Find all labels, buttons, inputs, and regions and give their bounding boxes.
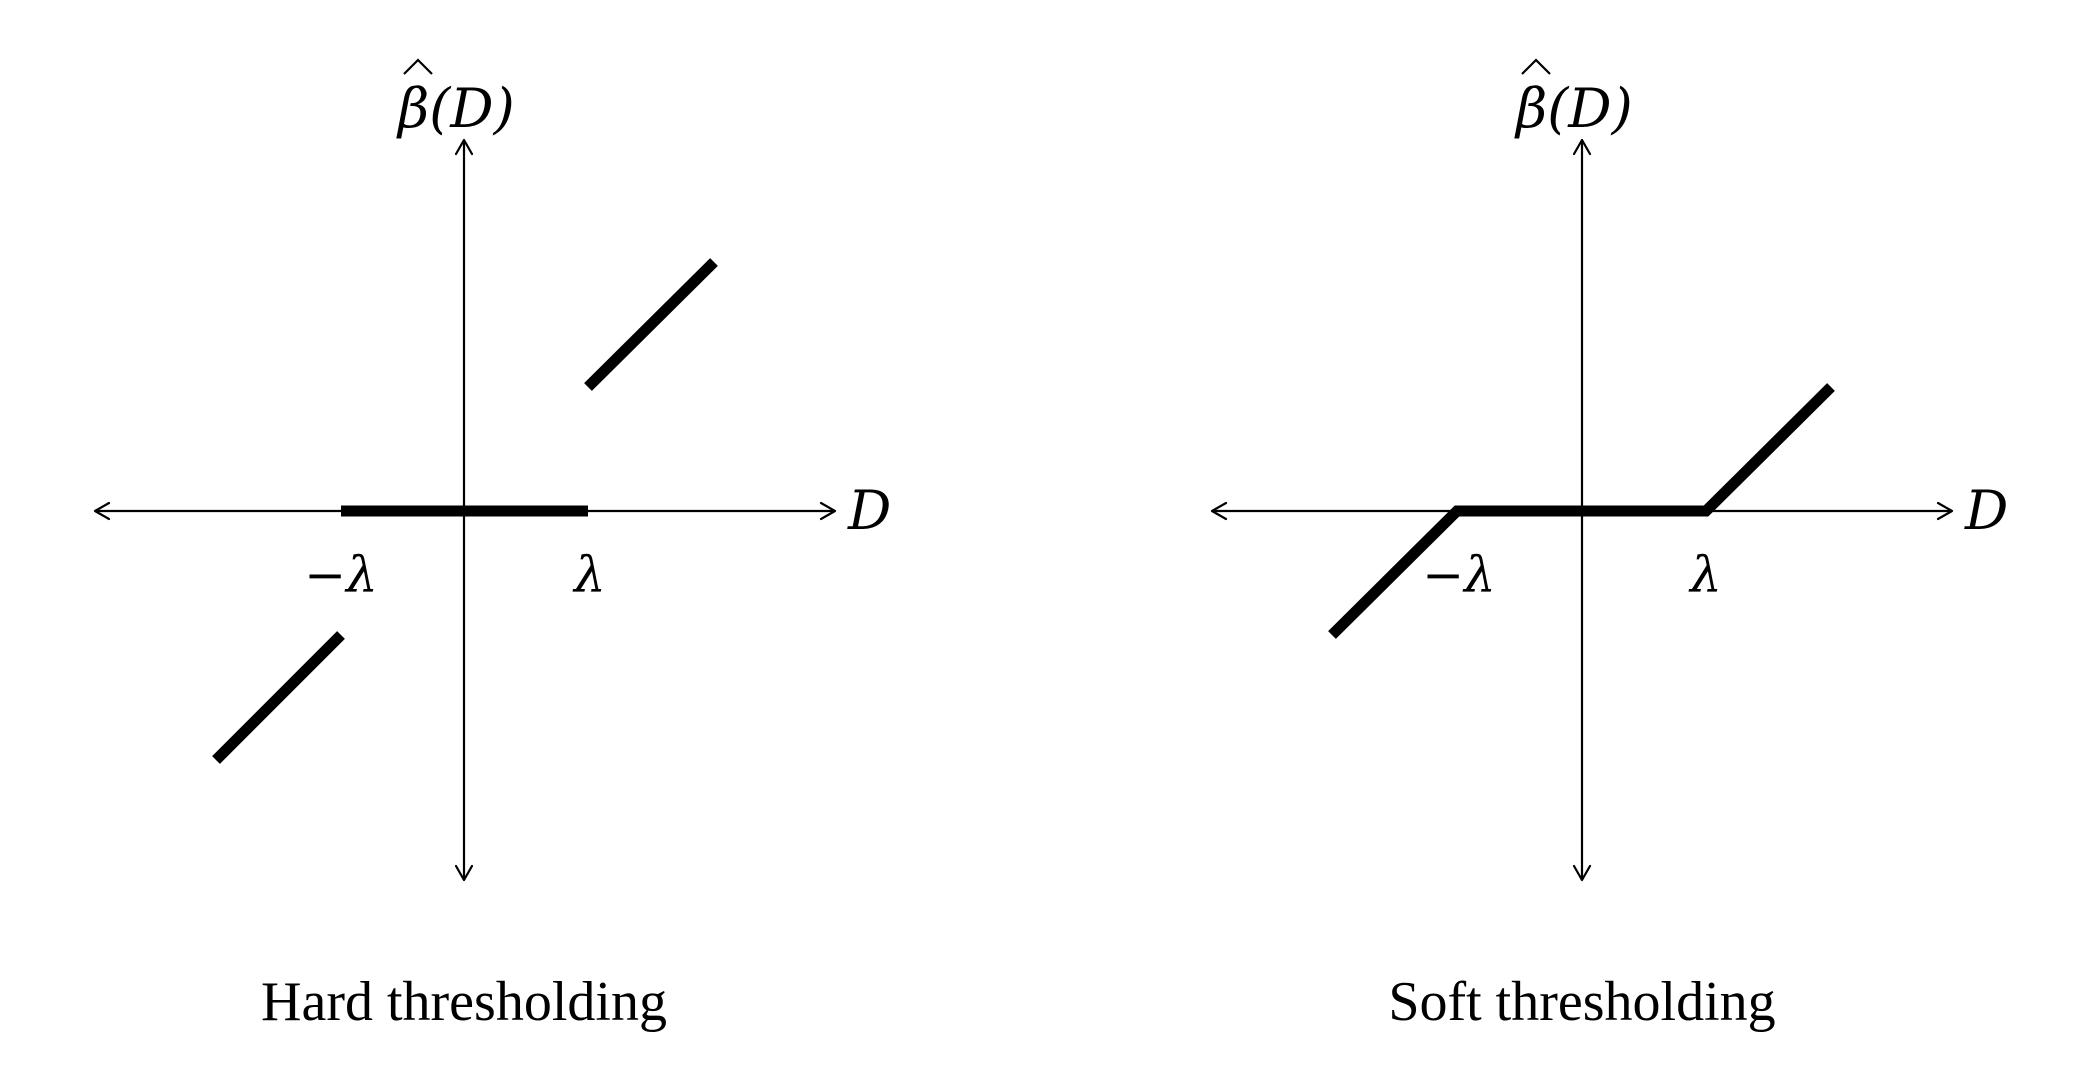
x-axis-left-arrow xyxy=(1210,501,1228,521)
y-axis-bottom-arrow xyxy=(1572,864,1592,882)
x-axis-label: D xyxy=(1964,479,2008,542)
x-axis-label: D xyxy=(847,479,891,542)
hat-accent xyxy=(1521,58,1551,75)
y-axis-label: β(D) xyxy=(1514,58,1633,140)
panel-caption: Hard thresholding xyxy=(261,971,667,1033)
panel-caption: Soft thresholding xyxy=(1388,971,1775,1033)
soft-thresholding-panel: β(D) D −λ λ Soft thresholding xyxy=(1210,58,2008,1033)
svg-text:β(D): β(D) xyxy=(396,77,515,140)
y-axis-top-arrow xyxy=(454,138,474,156)
hard-thresholding-panel: β(D) D −λ λ Hard thresholding xyxy=(93,58,891,1033)
y-axis-top-arrow xyxy=(1572,138,1592,156)
tick-lambda: λ xyxy=(1688,546,1722,604)
soft-threshold-curve xyxy=(1328,383,1835,639)
hard-lower-segment xyxy=(212,631,345,764)
hat-accent xyxy=(403,58,433,75)
y-axis-label: β(D) xyxy=(396,58,515,140)
x-axis-right-arrow xyxy=(819,501,837,521)
tick-lambda: λ xyxy=(572,546,606,604)
x-axis-right-arrow xyxy=(1936,501,1954,521)
tick-neg-lambda: −λ xyxy=(1422,546,1496,604)
tick-neg-lambda: −λ xyxy=(304,546,378,604)
y-axis-bottom-arrow xyxy=(454,864,474,882)
hard-upper-segment xyxy=(584,258,718,391)
x-axis-left-arrow xyxy=(93,501,111,521)
svg-text:β(D): β(D) xyxy=(1514,77,1633,140)
